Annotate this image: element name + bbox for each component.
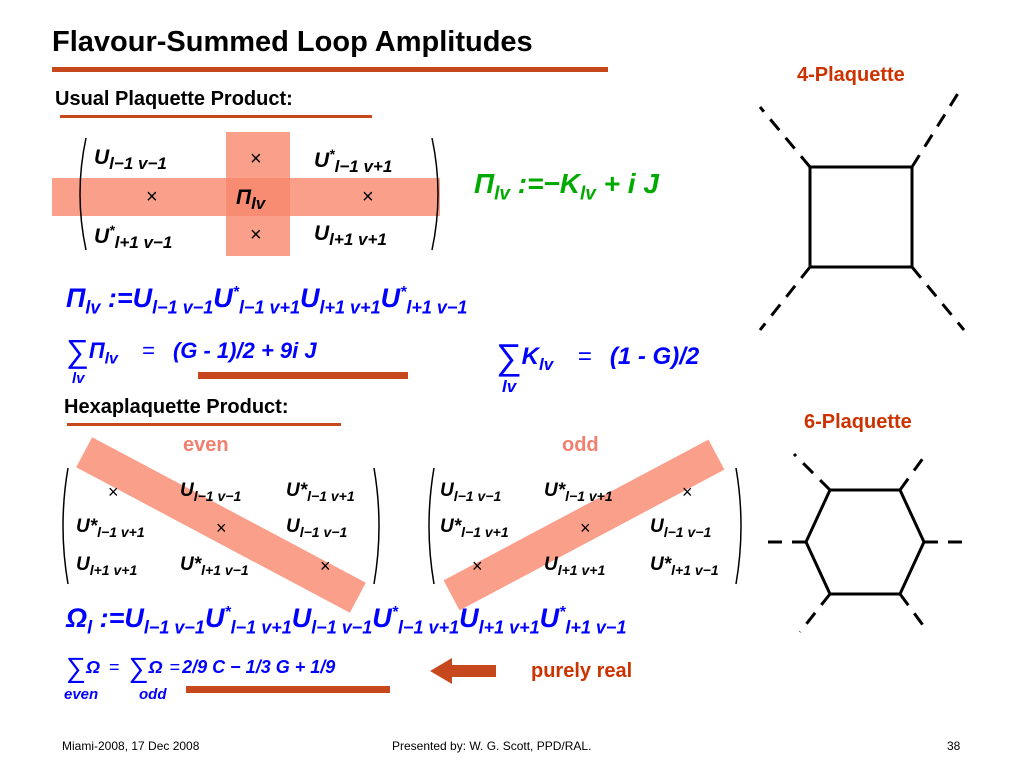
matrix-times: × — [362, 186, 374, 208]
matrix-cell-r1c1: Ul−1 v−1 — [94, 146, 167, 174]
odd-matrix: Ul−1 v−1 U*l−1 v+1 × U*l−1 v+1 × Ul−1 v−… — [424, 439, 746, 611]
even-times: × — [320, 556, 331, 576]
matrix-times: × — [146, 186, 158, 208]
odd-times: × — [472, 556, 483, 576]
odd-matrix-parens — [428, 467, 742, 585]
even-times: × — [108, 482, 119, 502]
matrix-times: × — [250, 148, 262, 170]
even-cell: U*l+1 v−1 — [180, 554, 249, 578]
hexa-heading-underline — [67, 423, 341, 426]
odd-cell: Ul−1 v−1 — [650, 516, 712, 540]
even-cell: Ul−1 v−1 — [286, 516, 348, 540]
four-plaquette-diagram — [758, 86, 966, 331]
pi-product-equation: Πlv :=Ul−1 v−1U*l−1 v+1Ul+1 v+1U*l+1 v−1 — [66, 283, 468, 318]
odd-cell: U*l−1 v+1 — [544, 480, 613, 504]
four-plaquette-label: 4-Plaquette — [797, 64, 905, 86]
matrix-cell-pi: Πlv — [236, 186, 266, 214]
purely-real-label: purely real — [531, 660, 633, 682]
odd-cell: Ul−1 v−1 — [440, 480, 502, 504]
omega-sum-equation: ∑Ω = ∑Ω =2/9 C − 1/3 G + 1/9 — [66, 652, 336, 683]
six-plaquette-diagram — [762, 452, 963, 633]
odd-cell: U*l+1 v−1 — [650, 554, 719, 578]
even-cell: U*l−1 v+1 — [76, 516, 145, 540]
sum-pi-underline — [198, 372, 408, 379]
sum-pi-equation: ∑Πlv =(G - 1)/2 + 9i J — [66, 333, 317, 369]
six-plaquette-label: 6-Plaquette — [804, 411, 912, 433]
odd-cell: Ul+1 v+1 — [544, 554, 606, 578]
odd-times: × — [682, 482, 693, 502]
left-arrow-icon — [430, 658, 496, 684]
even-cell: Ul−1 v−1 — [180, 480, 242, 504]
page-number: 38 — [947, 739, 961, 753]
footer-center: Presented by: W. G. Scott, PPD/RAL. — [392, 739, 592, 753]
usual-heading-underline — [60, 115, 372, 118]
omega-sum-even-index: even — [64, 686, 99, 703]
odd-label: odd — [562, 434, 599, 456]
omega-sum-odd-index: odd — [139, 686, 167, 703]
even-matrix-parens — [62, 467, 380, 585]
odd-cell: U*l−1 v+1 — [440, 516, 509, 540]
matrix-parens — [79, 137, 439, 251]
pi-definition-equation: Πlv :=−Klv + i J — [474, 168, 659, 205]
even-matrix: × Ul−1 v−1 U*l−1 v+1 U*l−1 v+1 × Ul−1 v−… — [58, 437, 384, 613]
matrix-times: × — [250, 224, 262, 246]
slide-title: Flavour-Summed Loop Amplitudes — [52, 26, 533, 58]
even-cell: U*l−1 v+1 — [286, 480, 355, 504]
matrix-highlight-col — [226, 132, 290, 256]
omega-sum-underline — [186, 686, 390, 693]
sum-k-equation: ∑Klv =(1 - G)/2 — [496, 336, 700, 377]
even-label: even — [183, 434, 229, 456]
matrix-cell-r3c3: Ul+1 v+1 — [314, 222, 387, 250]
odd-times: × — [580, 518, 591, 538]
matrix-cell-r1c3: U*l−1 v+1 — [314, 146, 393, 177]
hexaplaquette-heading: Hexaplaquette Product: — [64, 396, 289, 418]
even-times: × — [216, 518, 227, 538]
title-underline — [52, 67, 608, 72]
plaquette-matrix: Ul−1 v−1 × U*l−1 v+1 × Πlv × U*l+1 v−1 ×… — [52, 132, 440, 256]
even-cell: Ul+1 v+1 — [76, 554, 138, 578]
matrix-cell-r3c1: U*l+1 v−1 — [94, 222, 173, 253]
sum-pi-index: lv — [72, 370, 85, 387]
footer-left: Miami-2008, 17 Dec 2008 — [62, 739, 200, 753]
usual-plaquette-heading: Usual Plaquette Product: — [55, 88, 293, 110]
omega-product-equation: Ωl :=Ul−1 v−1U*l−1 v+1Ul−1 v−1U*l−1 v+1U… — [66, 603, 627, 638]
sum-k-index: lv — [502, 377, 517, 396]
